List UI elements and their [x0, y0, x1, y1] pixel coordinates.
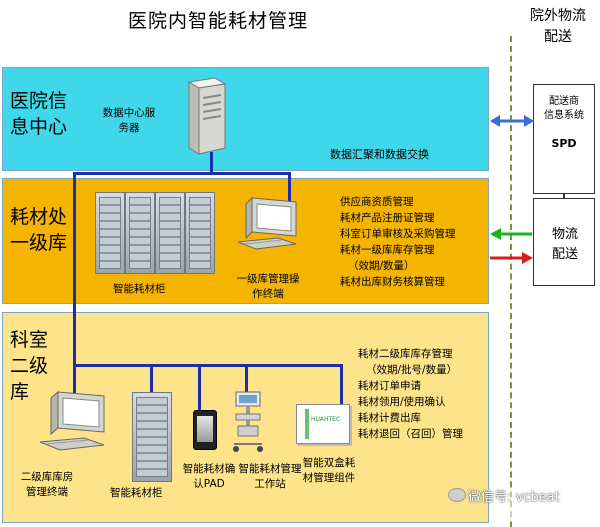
cabinet-unit [95, 192, 125, 274]
pad-screen [197, 416, 213, 442]
data-exchange-note: 数据汇聚和数据交换 [330, 148, 429, 161]
function-item: 耗材产品注册证管理 [340, 212, 435, 224]
twin-box-label: 智能双盒耗材管理组件 [302, 457, 356, 484]
twin-box-divider [305, 409, 309, 439]
supplier-info-system-box: 配送商 信息系统 SPD [533, 84, 595, 194]
function-item: （效期/批号/数量） [366, 364, 458, 376]
function-item: （效期/数量） [348, 260, 415, 272]
wire-server-vertical [210, 152, 213, 174]
watermark-text: 微信号: vcbeat [468, 490, 560, 505]
function-item: 耗材一级库库存管理 [340, 244, 435, 256]
cabinet-door [99, 197, 121, 269]
info-center-label: 医院信息中心 [10, 90, 68, 138]
department-cabinet-icon [132, 392, 172, 482]
function-item: 耗材二级库库存管理 [358, 348, 453, 360]
outbound-arrow [490, 252, 533, 264]
cabinet-door [159, 197, 181, 269]
wire-drop-cabinet [150, 364, 153, 392]
function-item: 耗材退回（召回）管理 [358, 428, 463, 440]
function-item: 耗材计费出库 [358, 412, 421, 424]
supplier-box-line1: 配送商 [549, 96, 579, 107]
department-terminal-icon [38, 390, 114, 456]
twin-box-icon: HUAHTEC [296, 404, 350, 444]
function-item: 耗材出库财务核算管理 [340, 276, 445, 288]
function-item: 供应商资质管理 [340, 196, 414, 208]
cabinet-door [129, 197, 151, 269]
function-item: 耗材领用/使用确认 [358, 396, 446, 408]
pad-label: 智能耗材确认PAD [182, 463, 236, 490]
external-connector [563, 194, 565, 198]
cabinet-door [189, 197, 211, 269]
external-logistics-title: 院外物流配送 [530, 8, 586, 45]
cabinet-door [136, 397, 168, 477]
wire-drop-pad [198, 364, 201, 410]
department-cabinet-label: 智能耗材柜 [110, 487, 163, 499]
department-function-list: 耗材二级库库存管理 （效期/批号/数量） 耗材订单申请 耗材领用/使用确认 耗材… [358, 346, 463, 442]
supplier-box-code: SPD [551, 137, 577, 150]
cabinet-unit [185, 192, 215, 274]
exchange-arrow [490, 115, 534, 127]
wire-drop-workstation [245, 364, 248, 394]
workstation-label: 智能耗材管理工作站 [238, 463, 302, 490]
workstation-icon [230, 391, 266, 454]
wire-bottom-horizontal [73, 364, 343, 367]
warehouse-terminal-label: 一级库管理操作终端 [236, 273, 300, 300]
pad-icon [193, 410, 217, 450]
warehouse-function-list: 供应商资质管理 耗材产品注册证管理 科室订单审核及采购管理 耗材一级库库存管理 … [340, 194, 456, 290]
wire-left-vertical [73, 172, 76, 366]
department-label: 科室二级库 [10, 329, 49, 403]
cabinet-unit [155, 192, 185, 274]
watermark-logo [495, 490, 595, 522]
warehouse-cabinet-label: 智能耗材柜 [113, 283, 166, 295]
server-icon [183, 77, 227, 155]
info-center-band [2, 67, 489, 171]
cabinet-unit [125, 192, 155, 274]
function-item: 科室订单审核及采购管理 [340, 228, 456, 240]
server-label: 数据中心服务器 [102, 107, 156, 134]
logistics-box: 物流配送 [533, 198, 595, 286]
smart-cabinet-group [95, 192, 217, 274]
supplier-box-line2: 信息系统 [544, 110, 584, 121]
inbound-arrow [490, 228, 532, 240]
twin-box-brand: HUAHTEC [311, 416, 341, 423]
logistics-box-label: 物流配送 [551, 227, 578, 262]
wire-drop-box [340, 364, 343, 404]
wire-drop-terminal [73, 364, 76, 400]
department-terminal-label: 二级库库房管理终端 [20, 471, 74, 498]
wire-terminal-drop [288, 172, 291, 202]
function-item: 耗材订单申请 [358, 380, 421, 392]
wechat-icon [448, 488, 466, 502]
hospital-boundary-divider [510, 36, 512, 527]
diagram-title: 医院内智能耗材管理 [128, 10, 309, 32]
wire-top-horizontal [73, 172, 291, 175]
warehouse-label: 耗材处一级库 [10, 206, 68, 254]
terminal-icon [237, 196, 302, 254]
